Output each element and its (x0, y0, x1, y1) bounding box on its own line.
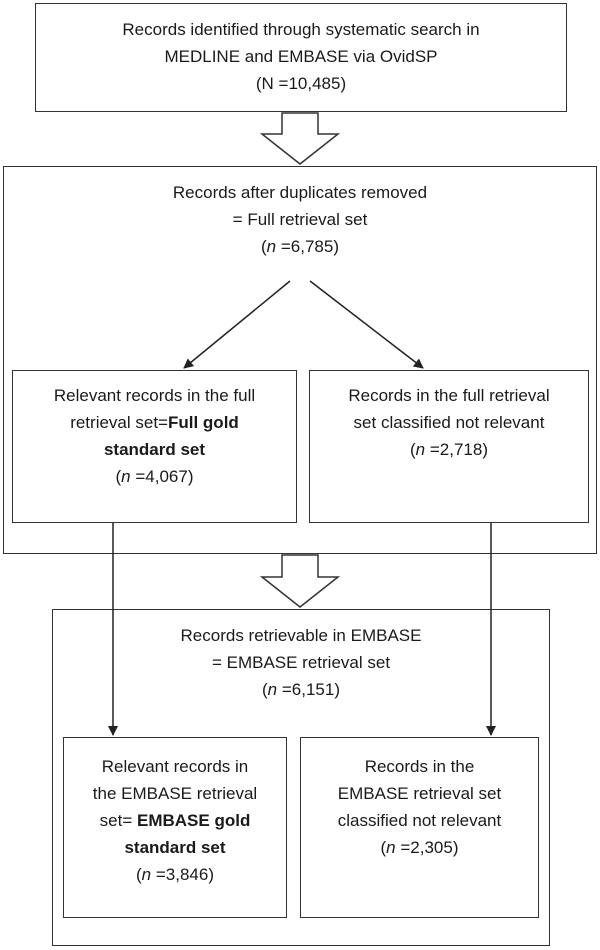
full-retrieval-text: Records after duplicates removed = Full … (3, 179, 597, 260)
identified-line-1: Records identified through systematic se… (122, 20, 480, 39)
full-gold-line-1: Relevant records in the full (53, 386, 256, 405)
embase-retrieval-text: Records retrievable in EMBASE = EMBASE r… (52, 622, 550, 703)
n-symbol: n (267, 680, 278, 699)
embase-not-relevant-line-3: classified not relevant (337, 811, 502, 830)
embase-not-relevant-line-2: EMBASE retrieval set (337, 784, 502, 803)
embase-gold-standard-box (63, 737, 287, 918)
arrow-to-full-gold (183, 280, 291, 369)
n-symbol: n (386, 838, 396, 857)
embase-gold-text: Relevant records in the EMBASE retrieval… (63, 753, 287, 888)
full-retrieval-line-1: Records after duplicates removed (172, 183, 428, 202)
identified-line-2: MEDLINE and EMBASE via OvidSP (164, 47, 438, 66)
embase-retrieval-count: (n =6,151) (262, 680, 340, 699)
full-gold-standard-box (12, 370, 297, 523)
embase-gold-count: (n =3,846) (136, 865, 214, 884)
full-not-relevant-text: Records in the full retrieval set classi… (309, 382, 589, 463)
embase-not-relevant-line-1: Records in the (364, 757, 475, 776)
n-symbol: n (141, 865, 152, 884)
embase-retrieval-line-2: = EMBASE retrieval set (211, 653, 391, 672)
full-gold-count: (n =4,067) (115, 467, 194, 486)
identified-count: (N =10,485) (255, 74, 347, 93)
embase-retrieval-line-1: Records retrievable in EMBASE (180, 626, 422, 645)
full-not-relevant-line-1: Records in the full retrieval (348, 386, 550, 405)
full-not-relevant-box (309, 370, 589, 523)
full-gold-line-2: retrieval set=Full gold (70, 413, 239, 432)
full-retrieval-line-2: = Full retrieval set (232, 210, 368, 229)
embase-not-relevant-box (300, 737, 539, 918)
embase-gold-line-3: set= EMBASE gold (99, 811, 251, 830)
full-gold-text: Relevant records in the full retrieval s… (12, 382, 297, 490)
full-retrieval-count: (n =6,785) (261, 237, 339, 256)
arrow-to-full-not-relevant (309, 280, 424, 369)
embase-gold-line-4: standard set (124, 838, 226, 857)
n-symbol: n (121, 467, 131, 486)
full-gold-line-3: standard set (103, 440, 206, 459)
identified-records-text: Records identified through systematic se… (35, 16, 567, 97)
n-symbol: n (415, 440, 426, 459)
embase-not-relevant-count: (n =2,305) (380, 838, 459, 857)
embase-gold-line-2: the EMBASE retrieval (92, 784, 258, 803)
full-not-relevant-count: (n =2,718) (410, 440, 488, 459)
embase-gold-line-1: Relevant records in (101, 757, 249, 776)
embase-not-relevant-text: Records in the EMBASE retrieval set clas… (300, 753, 539, 861)
hollow-down-arrow-1 (259, 112, 341, 165)
hollow-down-arrow-2 (259, 554, 341, 608)
identified-records-box (35, 3, 567, 112)
full-not-relevant-line-2: set classified not relevant (353, 413, 545, 432)
n-symbol: n (266, 237, 277, 256)
